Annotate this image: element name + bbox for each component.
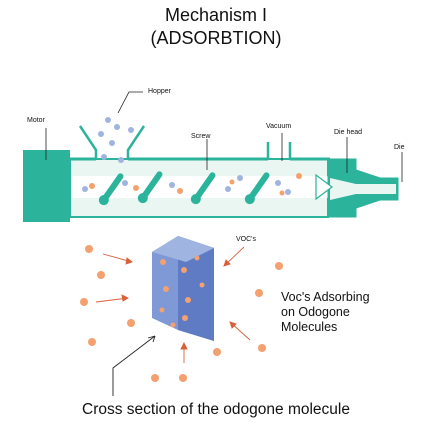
odogone-block [152,236,214,341]
granules-orange [89,173,302,196]
vacuum-port [266,142,292,159]
diagram-title-line2: (ADSORBTION) [150,28,282,48]
label-die-head: Die head [334,129,363,136]
die-head [327,158,399,218]
screw [98,171,270,206]
adsorbed-vocs [159,255,205,328]
caption-pointer [112,335,156,396]
granules [82,117,291,195]
adsorption-note-line3: Molecules [281,320,338,334]
free-vocs [80,245,283,382]
flow-arrow-icon [315,173,333,201]
label-vacuum: Vacuum [266,123,292,130]
adsorption-note-line1: Voc's Adsorbing [281,290,370,304]
motor [23,150,70,222]
adsorption-arrows [95,246,251,363]
adsorption-note: Voc's Adsorbing on Odogone Molecules [281,290,370,335]
adsorption-note-line2: on Odogone [281,305,350,319]
hopper [78,125,146,159]
figure-caption: Cross section of the odogone molecule [82,401,350,418]
label-screw: Screw [191,133,211,140]
diagram-title-line1: Mechanism I [164,5,268,25]
label-vocs: VOC's [236,236,257,243]
label-die: Die [394,144,405,151]
callout-lines [45,91,403,182]
label-hopper: Hopper [148,88,171,95]
label-motor: Motor [27,117,45,124]
